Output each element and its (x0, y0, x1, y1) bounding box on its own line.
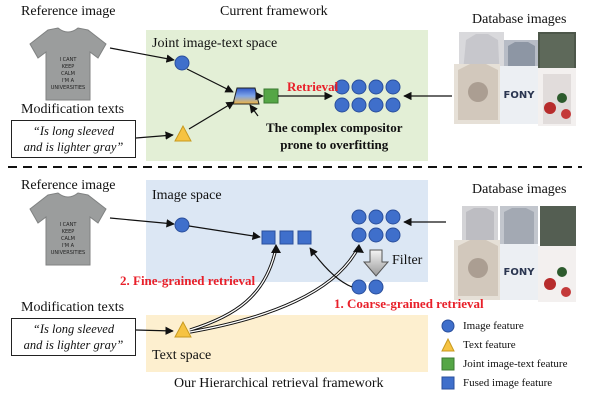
fused-feature-swatch (441, 376, 455, 389)
shirt-print-line: I'M A (62, 78, 75, 84)
joint-feature-square (263, 88, 279, 104)
query-line: and is lighter gray” (23, 338, 124, 352)
compositor-line: The complex compositor (266, 120, 403, 135)
bottom-image-feature (174, 217, 190, 233)
hierarchical-framework-caption: Our Hierarchical retrieval framework (174, 376, 384, 391)
database-feature-circles (351, 209, 401, 243)
top-modification-label: Modification texts (21, 102, 125, 117)
bottom-reference-label: Reference image (21, 178, 116, 193)
shirt-print-line: UNIVERSITIES (51, 250, 85, 256)
filter-label: Filter (392, 253, 423, 268)
legend-label: Fused image feature (463, 376, 553, 389)
bottom-query-box: “Is long sleeved and is lighter gray” (11, 318, 136, 356)
shirt-print-line: I CANT (60, 222, 78, 228)
text-feature-swatch (441, 337, 455, 351)
shirt-print-line: I'M A (62, 243, 75, 249)
fused-image-features (261, 230, 312, 245)
svg-text:FONY: FONY (504, 267, 536, 278)
shirt-print-line: KEEP (62, 229, 75, 235)
bottom-database-label: Database images (472, 182, 567, 197)
shirt-print-line: UNIVERSITIES (51, 85, 85, 91)
bottom-modification-label: Modification texts (21, 300, 125, 315)
query-line: “Is long sleeved (32, 322, 115, 336)
shirt-print-line: CALM (61, 236, 75, 242)
legend-item: Fused image feature (441, 373, 567, 392)
database-images-collage-top: FONY (454, 32, 576, 126)
shirt-print-line: CALM (61, 71, 75, 77)
query-line: and is lighter gray” (23, 140, 124, 154)
image-space-label: Image space (152, 188, 222, 203)
legend-item: Text feature (441, 335, 567, 354)
top-text-feature (174, 124, 192, 142)
compositor-note: The complex compositor prone to overfitt… (266, 119, 402, 153)
text-space-label: Text space (152, 348, 212, 363)
image-feature-swatch (441, 319, 455, 332)
top-query-box: “Is long sleeved and is lighter gray” (11, 120, 136, 158)
current-framework-label: Current framework (220, 4, 328, 19)
legend-label: Image feature (463, 319, 524, 332)
legend-item: Image feature (441, 316, 567, 335)
top-retrieval-results (334, 79, 401, 113)
top-image-feature (174, 55, 190, 71)
legend: Image feature Text feature Joint image-t… (441, 316, 567, 392)
legend-item: Joint image-text feature (441, 354, 567, 373)
query-line: “Is long sleeved (32, 124, 115, 138)
compositor-line: prone to overfitting (280, 137, 389, 152)
filter-arrow (362, 249, 390, 277)
legend-label: Text feature (463, 338, 516, 351)
svg-text:FONY: FONY (504, 90, 536, 101)
joint-space-label: Joint image-text space (152, 36, 278, 51)
reference-tshirt-image: I CANT KEEP CALM I'M A UNIVERSITIES (29, 27, 107, 101)
shirt-print-line: I CANT (60, 57, 78, 63)
top-database-label: Database images (472, 12, 567, 27)
bottom-text-feature (174, 320, 192, 338)
shirt-print-line: KEEP (62, 64, 75, 70)
fine-grained-label: 2. Fine-grained retrieval (120, 273, 256, 288)
reference-tshirt-image-bottom: I CANT KEEP CALM I'M A UNIVERSITIES (29, 192, 107, 266)
joint-feature-swatch (441, 357, 455, 370)
coarse-grained-label: 1. Coarse-grained retrieval (334, 296, 484, 311)
text-space-region (146, 315, 428, 372)
database-images-collage-bottom: FONY (454, 206, 576, 302)
filtered-feature-circles (351, 279, 384, 295)
top-reference-label: Reference image (21, 4, 116, 19)
compositor-funnel (232, 87, 260, 105)
retrieval-label: Retrieval (287, 79, 339, 94)
legend-label: Joint image-text feature (463, 357, 568, 370)
